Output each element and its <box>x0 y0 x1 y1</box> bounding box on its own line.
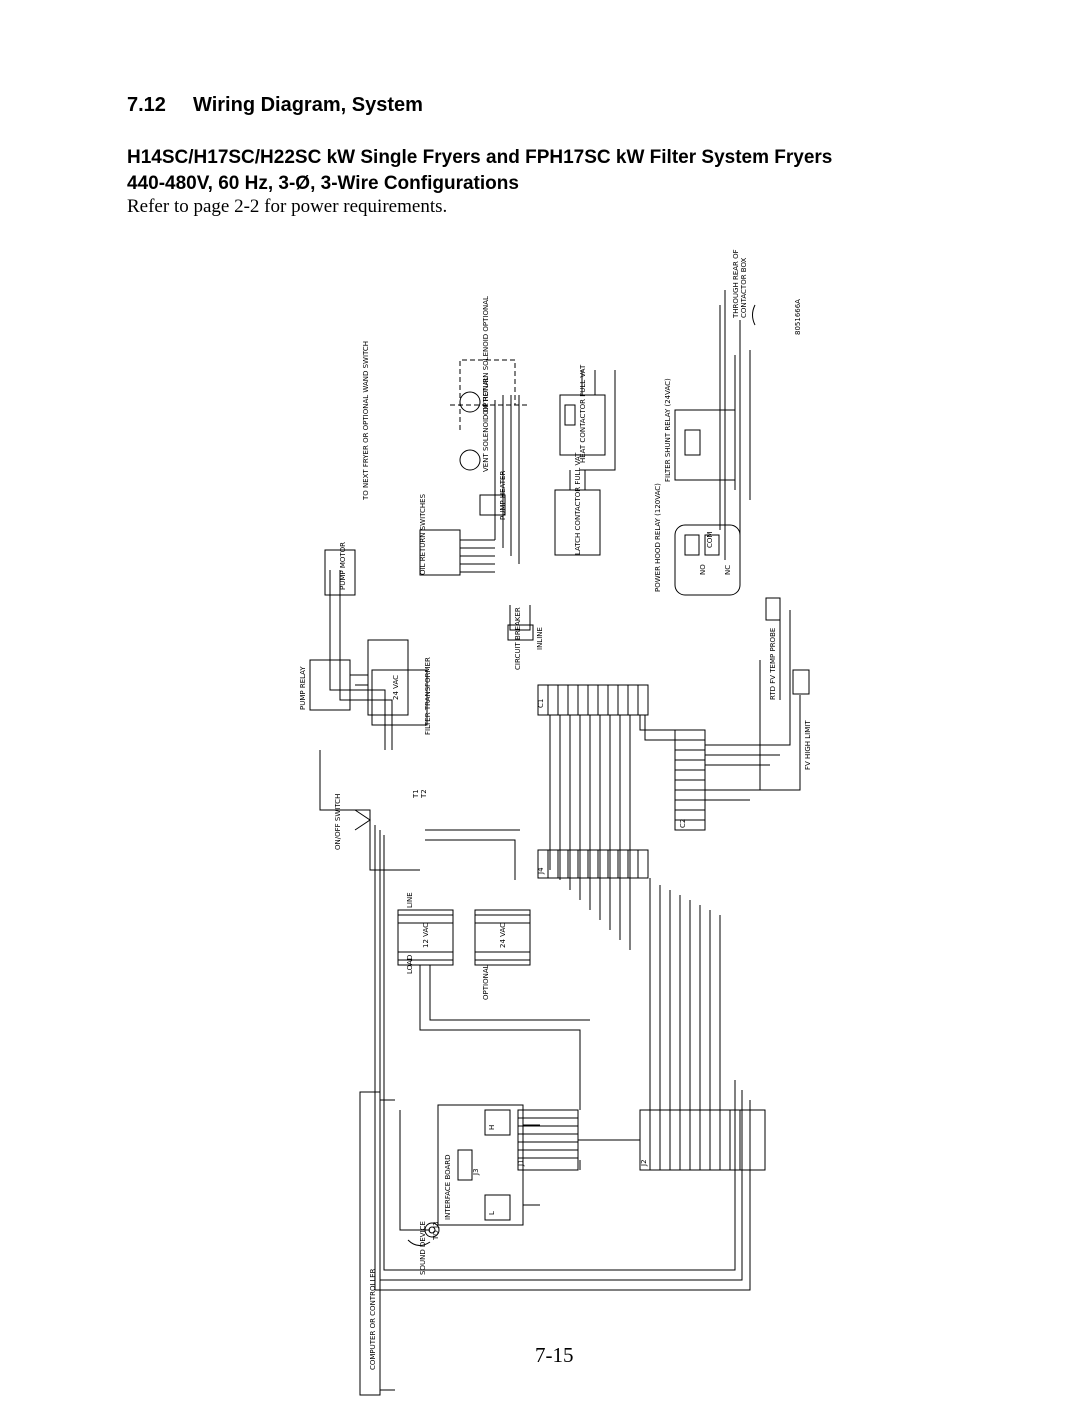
label-load: LOAD <box>406 955 414 974</box>
section-title: Wiring Diagram, System <box>193 94 423 116</box>
section-number: 7.12 <box>127 94 166 116</box>
label-t2: T2 <box>420 789 428 799</box>
label-c1: C1 <box>537 699 545 708</box>
drawing-number: 8051666A <box>794 299 802 335</box>
page-number: 7-15 <box>535 1343 574 1367</box>
label-oil-return-solenoid: OIL RETURN SOLENOID OPTIONAL <box>482 296 490 415</box>
label-on-off-switch: ON/OFF SWITCH <box>334 794 342 850</box>
label-interface-board: INTERFACE BOARD <box>444 1154 452 1220</box>
label-12vac: 12 VAC <box>422 923 430 948</box>
label-optional: OPTIONAL <box>482 964 490 1000</box>
label-j2: J2 <box>640 1159 648 1167</box>
label-power-hood: POWER HOOD RELAY (120VAC) <box>654 483 662 592</box>
label-latch-contactor: LATCH CONTACTOR FULL VAT <box>574 452 582 555</box>
label-filter-shunt: FILTER SHUNT RELAY (24VAC) <box>664 378 672 482</box>
power-requirements-note: Refer to page 2-2 for power requirements… <box>127 196 448 217</box>
subtitle-line-2: 440-480V, 60 Hz, 3-Ø, 3-Wire Configurati… <box>127 173 519 194</box>
label-next-fryer: TO NEXT FRYER OR OPTIONAL WAND SWITCH <box>362 341 370 501</box>
label-pump-motor: PUMP MOTOR <box>339 542 347 590</box>
wiring-diagram-svg: 8051666A THROUGH REAR OF CONTACTOR BOX H… <box>299 249 812 1396</box>
label-contactor-box: CONTACTOR BOX <box>740 257 748 318</box>
label-j4: J4 <box>537 867 545 875</box>
label-oil-return-switches: OIL RETURN SWITCHES <box>419 493 427 575</box>
label-24vac-filter: 24 VAC <box>392 675 400 700</box>
label-j3: J3 <box>472 1168 480 1176</box>
label-line: LINE <box>406 892 414 908</box>
label-circuit-breaker: CIRCUIT BREAKER <box>514 607 522 670</box>
label-sound-device: SOUND DEVICE <box>419 1221 427 1275</box>
label-to-j3: TO J3 <box>432 1221 440 1241</box>
label-com: COM <box>706 532 714 548</box>
label-inline: INLINE <box>536 627 544 650</box>
label-j1: J1 <box>517 1159 525 1167</box>
label-vent-solenoid: VENT SOLENOID OPTIONAL <box>482 377 490 472</box>
label-filter-transformer: FILTER TRANSFORMER <box>424 657 432 735</box>
label-no: NO <box>699 564 707 575</box>
wiring-diagram: 8051666A THROUGH REAR OF CONTACTOR BOX H… <box>280 230 820 1410</box>
label-h: H <box>488 1125 496 1130</box>
label-heat-contactor: HEAT CONTACTOR FULL VAT <box>579 364 587 463</box>
label-computer: COMPUTER OR CONTROLLER <box>369 1268 377 1370</box>
label-l: L <box>488 1211 496 1215</box>
label-pump-heater: PUMP HEATER <box>499 471 507 520</box>
label-t1: T1 <box>412 789 420 799</box>
subtitle-line-1: H14SC/H17SC/H22SC kW Single Fryers and F… <box>127 147 833 168</box>
label-24vac: 24 VAC <box>499 923 507 948</box>
label-rtd-probe: RTD FV TEMP PROBE <box>769 628 777 700</box>
label-nc: NC <box>724 565 732 575</box>
label-through-rear: THROUGH REAR OF <box>732 249 740 319</box>
label-high-limit: FV HIGH LIMIT <box>804 720 812 770</box>
section-heading: 7.12 Wiring Diagram, System <box>127 94 423 117</box>
label-c2: C2 <box>679 819 687 828</box>
label-pump-relay: PUMP RELAY <box>299 666 307 710</box>
